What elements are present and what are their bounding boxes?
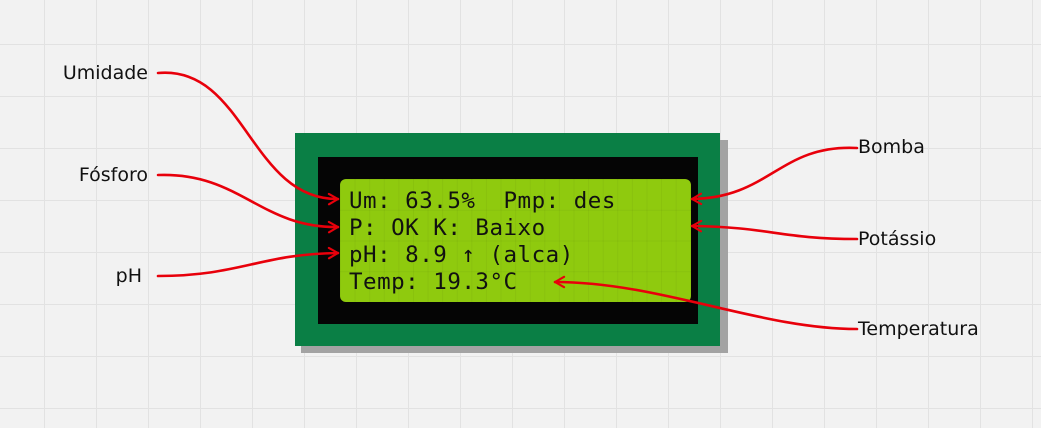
label-temperatura: Temperatura xyxy=(858,318,979,340)
label-potassio: Potássio xyxy=(858,228,937,250)
lcd-screen xyxy=(340,179,691,302)
label-fosforo: Fósforo xyxy=(78,164,148,186)
arrow-umidade xyxy=(156,71,340,206)
label-ph: pH xyxy=(115,265,142,287)
lcd-line-fosforo-potassio: P: OK K: Baixo xyxy=(349,215,546,241)
arrow-potassio xyxy=(690,219,859,241)
lcd-line-umidade-bomba: Um: 63.5% Pmp: des xyxy=(349,188,616,214)
label-bomba: Bomba xyxy=(858,136,925,158)
lcd-line-temperatura: Temp: 19.3°C xyxy=(349,269,518,295)
arrow-ph xyxy=(156,246,340,278)
label-umidade: Umidade xyxy=(62,62,148,84)
arrow-bomba xyxy=(690,146,859,206)
lcd-line-ph: pH: 8.9 ↑ (alca) xyxy=(349,242,574,268)
arrow-temperatura xyxy=(553,275,859,331)
arrow-fosforo xyxy=(156,173,340,234)
